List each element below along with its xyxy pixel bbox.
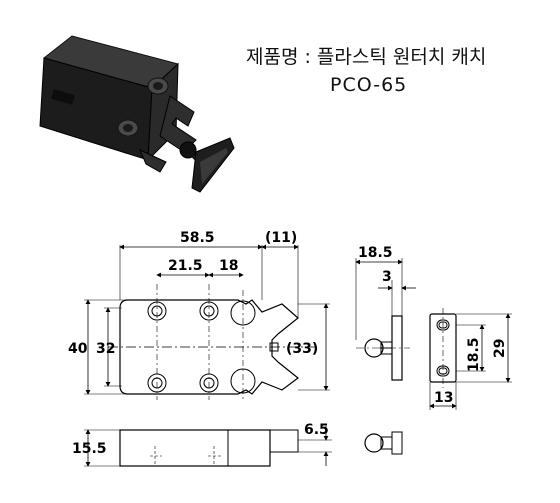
bottom-view (84, 426, 403, 467)
dim-plunger-height: (33) (286, 341, 318, 357)
dim-end-width: 13 (434, 390, 453, 406)
dim-front-width: 58.5 (180, 230, 215, 246)
dim-end-hole-pitch: 18.5 (466, 337, 482, 372)
dim-bottom-plunger: 6.5 (304, 422, 329, 438)
dim-end-height: 29 (492, 339, 508, 358)
dim-hole-offset: 21.5 (168, 258, 203, 274)
dim-hole-pitch: 18 (219, 258, 238, 274)
product-photo (39, 35, 235, 193)
product-model: PCO-65 (330, 74, 408, 96)
dim-front-ext: (11) (265, 230, 297, 246)
end-view (429, 308, 512, 410)
front-view (84, 244, 330, 400)
dim-bottom-height: 15.5 (72, 441, 107, 457)
dim-side-plate: 3 (382, 269, 392, 285)
product-name-label: 제품명 : 플라스틱 원터치 캐치 (246, 46, 487, 68)
dim-height-inner: 32 (96, 341, 115, 357)
dim-side-depth: 18.5 (358, 245, 393, 261)
dim-height-outer: 40 (68, 341, 88, 357)
side-view (355, 258, 416, 381)
